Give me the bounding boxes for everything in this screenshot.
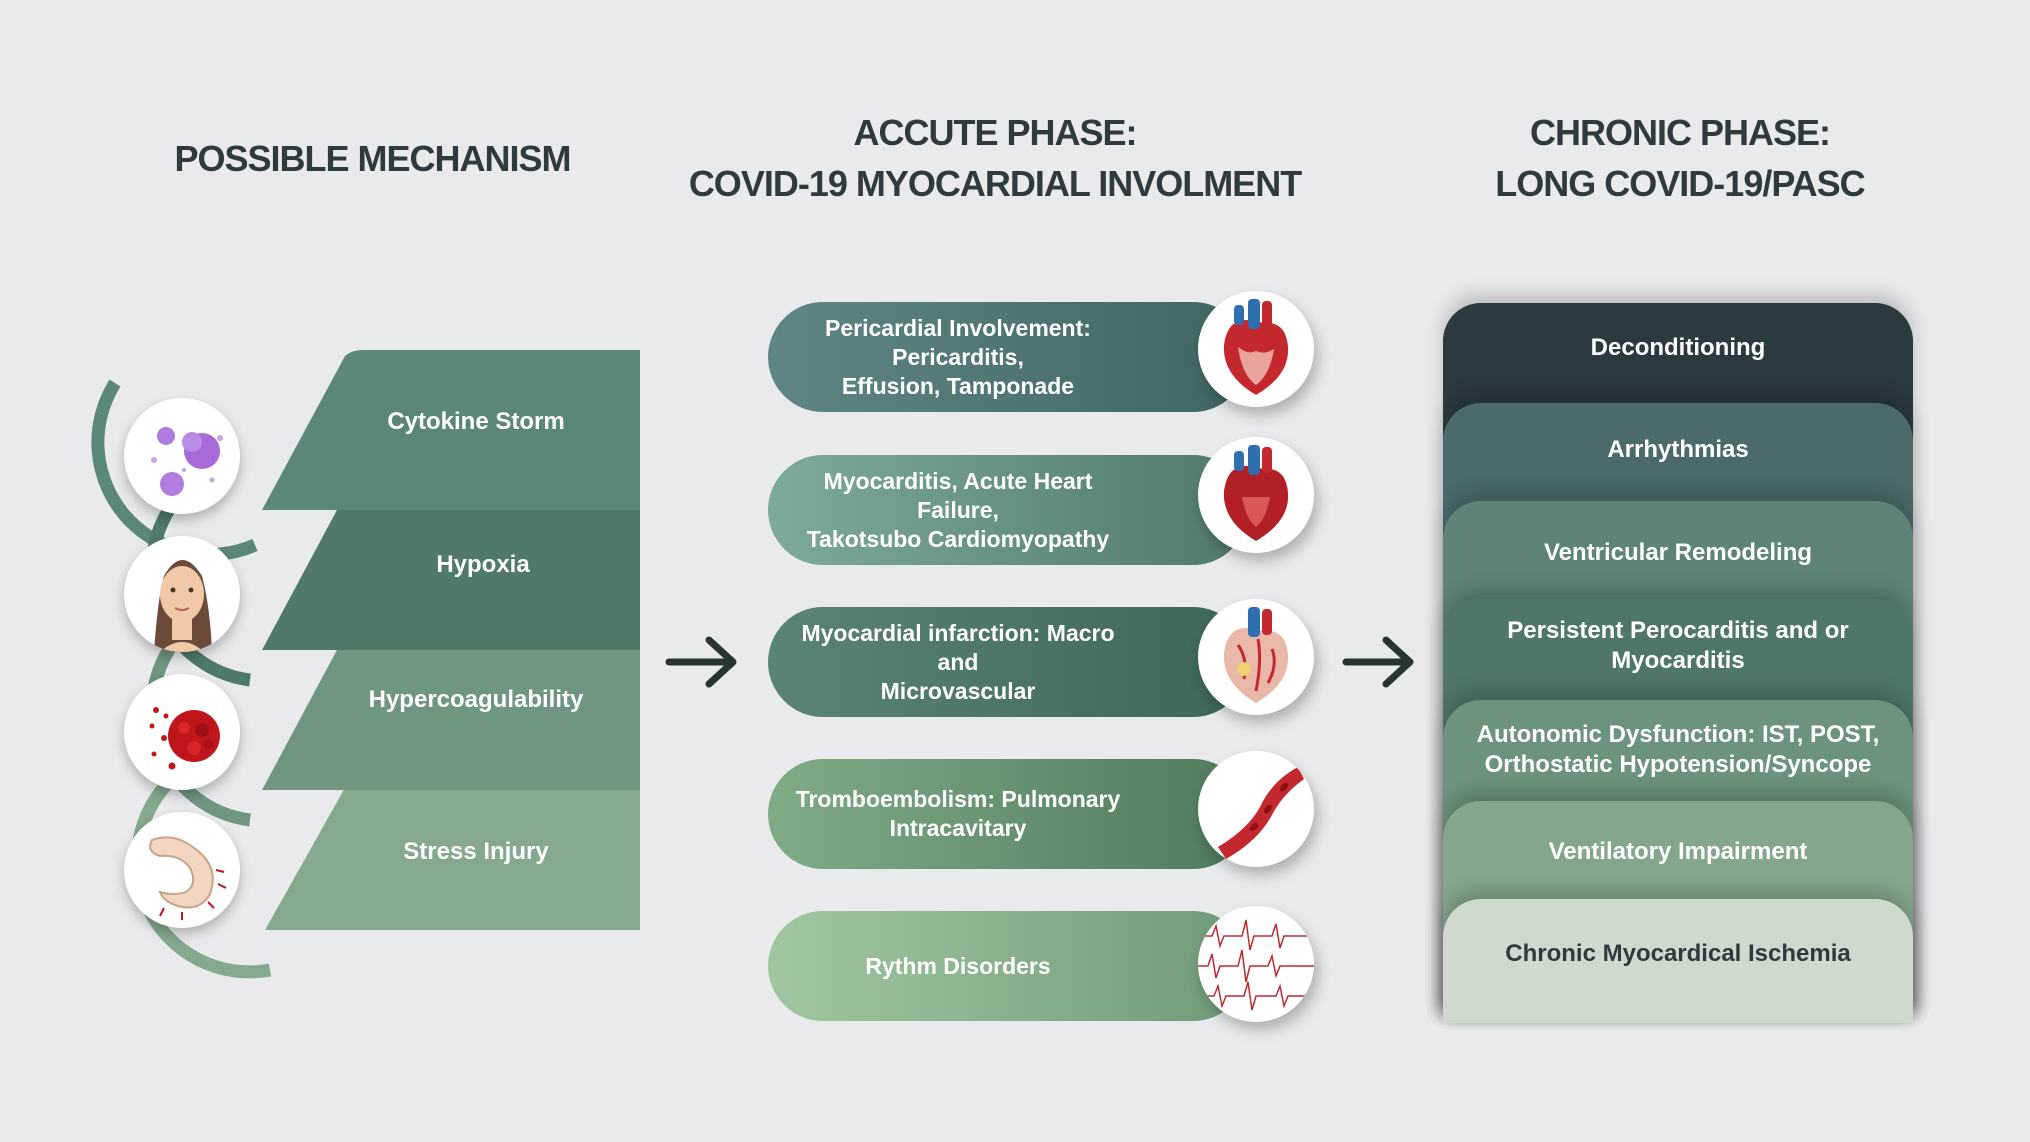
chronic-phase-stack: Deconditioning Arrhythmias Ventricular R…	[1443, 303, 1913, 1023]
arrow-to-acute-icon	[665, 636, 737, 688]
face-icon	[124, 536, 240, 652]
hypercoagulability-band	[262, 628, 640, 790]
chronic-item-chronic-ischemia: Chronic Myocardical Ischemia	[1443, 899, 1913, 1023]
heart-icon	[1198, 291, 1314, 407]
blood-vessel-icon	[1198, 751, 1314, 867]
cytokine-storm-band	[262, 350, 640, 510]
acute-item-pericardial: Pericardial Involvement: Pericarditis, E…	[768, 302, 1248, 412]
ecg-icon	[1198, 906, 1314, 1022]
possible-mechanism-header: POSSIBLE MECHANISM	[174, 138, 571, 179]
acute-phase-subtitle: COVID-19 MYOCARDIAL INVOLMENT	[688, 163, 1302, 204]
stomach-icon	[124, 812, 240, 928]
acute-item-rythm-disorders: Rythm Disorders	[768, 911, 1248, 1021]
heart-icon	[1198, 437, 1314, 553]
acute-item-tromboembolism: Tromboembolism: Pulmonary Intracavitary	[768, 759, 1248, 869]
hypoxia-band	[262, 488, 640, 650]
mechanism-label-hypoxia: Hypoxia	[436, 551, 530, 578]
acute-item-myocarditis: Myocarditis, Acute Heart Failure, Takots…	[768, 455, 1248, 565]
acute-phase-header: ACCUTE PHASE: COVID-19 MYOCARDIAL INVOLM…	[680, 107, 1310, 209]
mechanism-label-hypercoagulability: Hypercoagulability	[368, 686, 584, 713]
mechanism-label-cytokine-storm: Cytokine Storm	[387, 408, 565, 435]
mechanism-label-stress-injury: Stress Injury	[403, 838, 549, 865]
chronic-phase-subtitle: LONG COVID-19/PASC	[1495, 163, 1865, 204]
cytokine-cells-icon	[124, 398, 240, 514]
chronic-phase-title: CHRONIC PHASE:	[1529, 112, 1831, 153]
coronary-heart-icon	[1198, 599, 1314, 715]
arrow-to-chronic-icon	[1342, 636, 1414, 688]
stress-injury-band	[265, 768, 640, 930]
acute-phase-title: ACCUTE PHASE:	[853, 112, 1137, 153]
chronic-phase-header: CHRONIC PHASE: LONG COVID-19/PASC	[1420, 107, 1940, 209]
acute-item-myocardial-infarction: Myocardial infarction: Macro and Microva…	[768, 607, 1248, 717]
blood-clot-icon	[124, 674, 240, 790]
